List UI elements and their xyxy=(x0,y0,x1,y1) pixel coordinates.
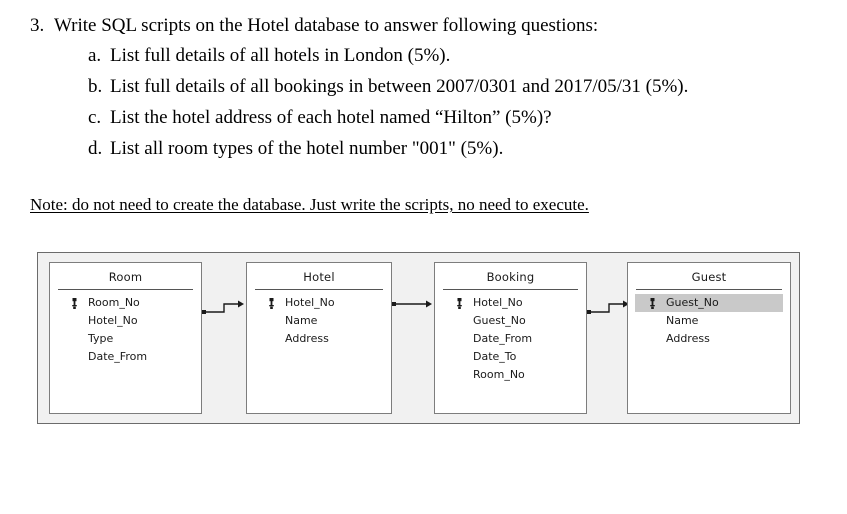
er-field-label: Room_No xyxy=(473,368,525,381)
title-divider xyxy=(636,289,782,290)
sub-item-marker: a. xyxy=(88,45,102,66)
er-table-booking[interactable]: Booking Hotel_No Guest_No Date_From Date… xyxy=(434,262,587,414)
sub-item-marker: b. xyxy=(88,76,103,97)
er-table-room[interactable]: Room Room_No Hotel_No Type Date_From xyxy=(49,262,202,414)
er-field-label: Address xyxy=(666,332,710,345)
er-field-row[interactable]: Hotel_No xyxy=(50,312,201,330)
primary-key-icon xyxy=(650,298,655,309)
er-field-row[interactable]: Name xyxy=(247,312,391,330)
er-field-list: Hotel_No Name Address xyxy=(247,290,391,348)
er-field-label: Guest_No xyxy=(666,296,719,309)
question-sub-item-a: a. List full details of all hotels in Lon… xyxy=(0,46,847,65)
question-block: 3. Write SQL scripts on the Hotel databas… xyxy=(0,16,847,170)
er-table-hotel[interactable]: Hotel Hotel_No Name Address xyxy=(246,262,392,414)
question-main-line: 3. Write SQL scripts on the Hotel databas… xyxy=(0,16,847,35)
er-field-row[interactable]: Name xyxy=(628,312,790,330)
er-field-row[interactable]: Room_No xyxy=(50,294,201,312)
primary-key-icon xyxy=(457,298,462,309)
er-field-row[interactable]: Date_To xyxy=(435,348,586,366)
er-table-title: Hotel xyxy=(303,270,335,284)
er-diagram-panel: Room Room_No Hotel_No Type Date_From xyxy=(37,252,800,424)
sub-item-marker: d. xyxy=(88,138,103,159)
question-sub-item-b: b. List full details of all bookings in b… xyxy=(0,77,847,96)
er-table-guest[interactable]: Guest Guest_No Name Address xyxy=(627,262,791,414)
er-field-label: Hotel_No xyxy=(285,296,335,309)
er-field-label: Room_No xyxy=(88,296,140,309)
question-text: Write SQL scripts on the Hotel database … xyxy=(54,15,599,36)
er-table-title: Booking xyxy=(486,270,535,284)
er-field-row[interactable]: Room_No xyxy=(435,366,586,384)
er-field-label: Name xyxy=(666,314,699,327)
relationship-booking-guest xyxy=(587,289,631,319)
question-sub-item-c: c. List the hotel address of each hotel n… xyxy=(0,108,847,127)
er-field-label: Hotel_No xyxy=(473,296,523,309)
er-field-row[interactable]: Hotel_No xyxy=(435,294,586,312)
sub-item-text: List full details of all hotels in Londo… xyxy=(110,45,451,66)
relationship-hotel-booking xyxy=(392,297,434,311)
er-field-label: Hotel_No xyxy=(88,314,138,327)
er-field-label: Type xyxy=(88,332,114,345)
primary-key-icon xyxy=(269,298,274,309)
sub-item-text: List all room types of the hotel number … xyxy=(110,138,504,159)
er-field-list: Hotel_No Guest_No Date_From Date_To Room… xyxy=(435,290,586,384)
question-number: 3. xyxy=(30,15,45,36)
sub-item-text: List full details of all bookings in bet… xyxy=(110,76,689,97)
er-field-label: Date_From xyxy=(88,350,148,363)
er-field-row-selected[interactable]: Guest_No xyxy=(635,294,783,312)
er-field-label: Name xyxy=(285,314,318,327)
er-field-label: Guest_No xyxy=(473,314,526,327)
er-field-row[interactable]: Address xyxy=(247,330,391,348)
er-field-row[interactable]: Hotel_No xyxy=(247,294,391,312)
primary-key-icon xyxy=(72,298,77,309)
er-table-title: Guest xyxy=(691,270,727,284)
er-field-row[interactable]: Guest_No xyxy=(435,312,586,330)
er-field-list: Guest_No Name Address xyxy=(628,290,790,348)
er-field-list: Room_No Hotel_No Type Date_From xyxy=(50,290,201,366)
question-sub-item-d: d. List all room types of the hotel numbe… xyxy=(0,139,847,158)
er-field-label: Address xyxy=(285,332,329,345)
question-sub-list: a. List full details of all hotels in Lon… xyxy=(0,46,847,158)
er-field-label: Date_To xyxy=(473,350,517,363)
er-field-row[interactable]: Date_From xyxy=(50,348,201,366)
sub-item-text: List the hotel address of each hotel nam… xyxy=(110,107,552,128)
title-divider xyxy=(255,289,383,290)
er-field-row[interactable]: Type xyxy=(50,330,201,348)
er-field-row[interactable]: Date_From xyxy=(435,330,586,348)
relationship-room-hotel xyxy=(202,289,246,319)
er-table-title: Room xyxy=(108,270,143,284)
title-divider xyxy=(443,289,578,290)
er-field-label: Date_From xyxy=(473,332,533,345)
er-field-row[interactable]: Address xyxy=(628,330,790,348)
sub-item-marker: c. xyxy=(88,107,102,128)
title-divider xyxy=(58,289,193,290)
note-line: Note: do not need to create the database… xyxy=(30,195,589,214)
